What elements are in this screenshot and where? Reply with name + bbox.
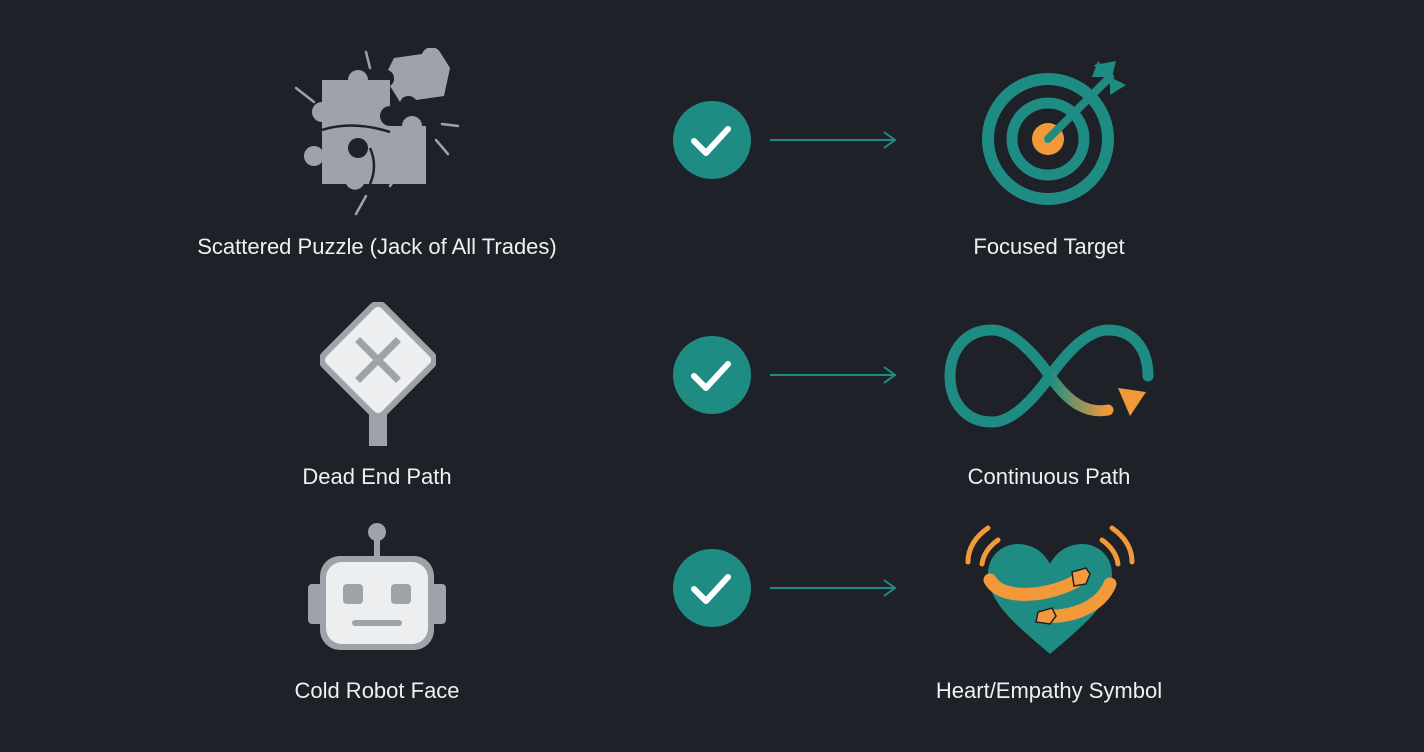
infinity-loop-icon — [944, 324, 1154, 428]
puzzle-pieces-icon — [294, 48, 460, 216]
arrow-right-icon — [770, 579, 897, 597]
check-circle-icon — [673, 336, 751, 414]
connector-row-2 — [535, 336, 897, 414]
row1-from-label: Scattered Puzzle (Jack of All Trades) — [197, 234, 557, 259]
dead-end-sign-icon — [320, 302, 436, 446]
heart-hug-icon — [965, 525, 1135, 654]
robot-face-icon — [308, 523, 446, 650]
connector-row-1 — [535, 101, 897, 179]
row1-to-label: Focused Target — [973, 234, 1125, 259]
check-circle-icon — [673, 549, 751, 627]
row2-from-label: Dead End Path — [302, 464, 452, 489]
arrow-right-icon — [770, 131, 897, 149]
bullseye-target-icon — [982, 61, 1126, 205]
row3-to-label: Heart/Empathy Symbol — [935, 678, 1163, 703]
row3-from-label: Cold Robot Face — [294, 678, 460, 703]
row2-to-label: Continuous Path — [967, 464, 1131, 489]
check-circle-icon — [673, 101, 751, 179]
arrow-right-icon — [770, 366, 897, 384]
connector-row-3 — [535, 549, 897, 627]
